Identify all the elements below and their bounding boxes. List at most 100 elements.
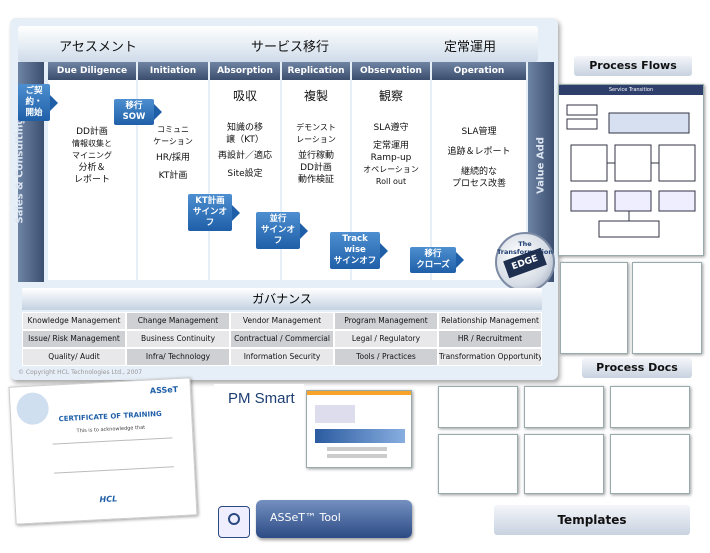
- governance-cell: Vendor Management: [230, 312, 334, 330]
- column-text: オペレーション: [363, 165, 419, 174]
- column-text: プロセス改善: [451, 179, 506, 189]
- service-transition-title: Service Transition: [559, 85, 703, 95]
- milestone-trackwise-signoff: Track wise サインオフ: [330, 232, 388, 269]
- milestone-parallel-signoff: 並行 サインオフ: [256, 212, 308, 249]
- milestone-sow: 移行SOW: [114, 99, 162, 125]
- milestone-text: クローズ: [416, 260, 450, 270]
- milestone-text: KT計画: [195, 196, 225, 206]
- column-text: 知識の移: [226, 123, 263, 133]
- certificate-image: ASSeT CERTIFICATE OF TRAINING This is to…: [8, 377, 198, 525]
- template-thumbnail: [438, 434, 518, 494]
- process-flows-thumbnail: Service Transition: [558, 84, 704, 256]
- governance-cell: Business Continuity: [126, 330, 230, 348]
- governance-grid: Knowledge Management Change Management V…: [22, 312, 542, 366]
- certificate-body: [52, 437, 174, 474]
- governance-cell: Program Management: [334, 312, 438, 330]
- phase-absorption: Absorption: [210, 62, 280, 80]
- milestone-text: サインオフ: [260, 225, 295, 246]
- column-text: 並行稼動: [297, 151, 334, 161]
- phase-operations: 定常運用: [443, 40, 496, 55]
- pm-smart-password-field[interactable]: [327, 454, 387, 458]
- column-text: DD計画: [300, 163, 332, 173]
- side-label-sales-consulting: Sales & Consulting: [14, 117, 26, 224]
- certificate-logo: ASSeT: [149, 384, 179, 396]
- milestone-transition-close: 移行 クローズ: [410, 247, 464, 273]
- process-flows-label: Process Flows: [574, 56, 692, 76]
- column-text: デモンスト: [296, 123, 336, 132]
- asset-tool-icon: [218, 506, 250, 538]
- column-text: レポート: [73, 175, 110, 185]
- side-label-value-add: Value Add: [535, 137, 547, 194]
- milestone-text: サインオフ: [192, 207, 227, 228]
- pm-smart-logo: PM Smart: [214, 384, 304, 424]
- column-due-diligence: DD計画 情報収集と マイニング 分析＆ レポート: [48, 80, 136, 280]
- asset-tool-label: ASSeT™ Tool: [270, 511, 341, 524]
- phase-operation: Operation: [432, 62, 526, 80]
- column-text: マイニング: [72, 151, 112, 160]
- governance-cell: Quality/ Audit: [22, 348, 126, 366]
- asset-tool-button[interactable]: ASSeT™ Tool: [256, 500, 412, 538]
- governance-cell: Transformation Opportunity: [438, 348, 542, 366]
- column-text: Site設定: [227, 169, 263, 179]
- phase-replication: Replication: [282, 62, 350, 80]
- column-text: SLA遵守: [373, 123, 409, 133]
- column-text: ケーション: [153, 137, 193, 146]
- column-text: DD計画: [76, 127, 108, 137]
- governance-cell: Relationship Management: [438, 312, 542, 330]
- template-thumbnail: [610, 434, 690, 494]
- certificate-subtitle: This is to acknowledge that: [76, 424, 146, 435]
- governance-header: ガバナンス: [22, 288, 542, 310]
- phase-due-diligence: Due Diligence: [48, 62, 136, 80]
- column-text: 再設計／適応: [217, 151, 272, 161]
- milestone-text: ご契約・: [25, 86, 43, 107]
- phase-header-band: [18, 26, 538, 62]
- template-thumbnail: [610, 386, 690, 428]
- phase-observation: Observation: [352, 62, 430, 80]
- column-text: 定常運用: [372, 141, 409, 151]
- governance-cell: Legal / Regulatory: [334, 330, 438, 348]
- templates-label: Templates: [494, 505, 690, 535]
- process-docs-label: Process Docs: [582, 358, 692, 378]
- template-thumbnail: [524, 386, 604, 428]
- certificate-title: CERTIFICATE OF TRAINING: [58, 409, 162, 424]
- column-text: 譲（KT）: [226, 135, 264, 145]
- edge-ring-text: The Transformation: [497, 240, 553, 256]
- governance-cell: Contractual / Commercial: [230, 330, 334, 348]
- certificate-brand: HCL: [99, 494, 118, 505]
- phase-transition: サービス移行: [250, 40, 329, 55]
- phase-assessment: アセスメント: [59, 40, 137, 55]
- column-text: 動作検証: [297, 175, 334, 185]
- column-heading: 複製: [303, 89, 328, 103]
- governance-cell: HR / Recruitment: [438, 330, 542, 348]
- column-text: HR/採用: [155, 153, 191, 163]
- column-text: 分析＆: [78, 163, 106, 173]
- process-doc-thumbnail-1: [560, 262, 628, 354]
- column-heading: 観察: [378, 89, 403, 103]
- edge-badge: The Transformation EDGE: [495, 232, 555, 292]
- pm-smart-login-screen: [306, 390, 412, 468]
- column-text: 情報収集と: [72, 139, 112, 148]
- user-icon: [228, 513, 240, 525]
- milestone-text: 並行: [269, 214, 287, 224]
- governance-cell: Tools / Practices: [334, 348, 438, 366]
- column-absorption: 吸収 知識の移 譲（KT） 再設計／適応 Site設定: [210, 80, 280, 280]
- milestone-kt-signoff: KT計画 サインオフ: [188, 194, 240, 231]
- milestone-text: Track wise: [342, 234, 368, 255]
- column-text: 追跡＆レポート: [447, 147, 511, 157]
- pm-smart-login-field[interactable]: [327, 447, 387, 451]
- pm-smart-title: PM Smart: [228, 390, 295, 407]
- pm-smart-screenshot: PM Smart: [214, 384, 414, 468]
- column-text: Ramp-up: [370, 153, 412, 163]
- template-thumbnail: [524, 434, 604, 494]
- governance-cell: Knowledge Management: [22, 312, 126, 330]
- flowchart-graphic: [566, 104, 696, 238]
- process-doc-thumbnail-2: [632, 262, 702, 354]
- column-text: KT計画: [158, 171, 188, 181]
- pm-smart-logo-small: [315, 405, 355, 423]
- governance-cell: Infra/ Technology: [126, 348, 230, 366]
- column-text: コミュニ: [157, 125, 189, 134]
- governance-cell: Information Security: [230, 348, 334, 366]
- milestone-text: 移行: [424, 249, 442, 259]
- column-text: SLA管理: [461, 127, 497, 137]
- template-thumbnail: [438, 386, 518, 428]
